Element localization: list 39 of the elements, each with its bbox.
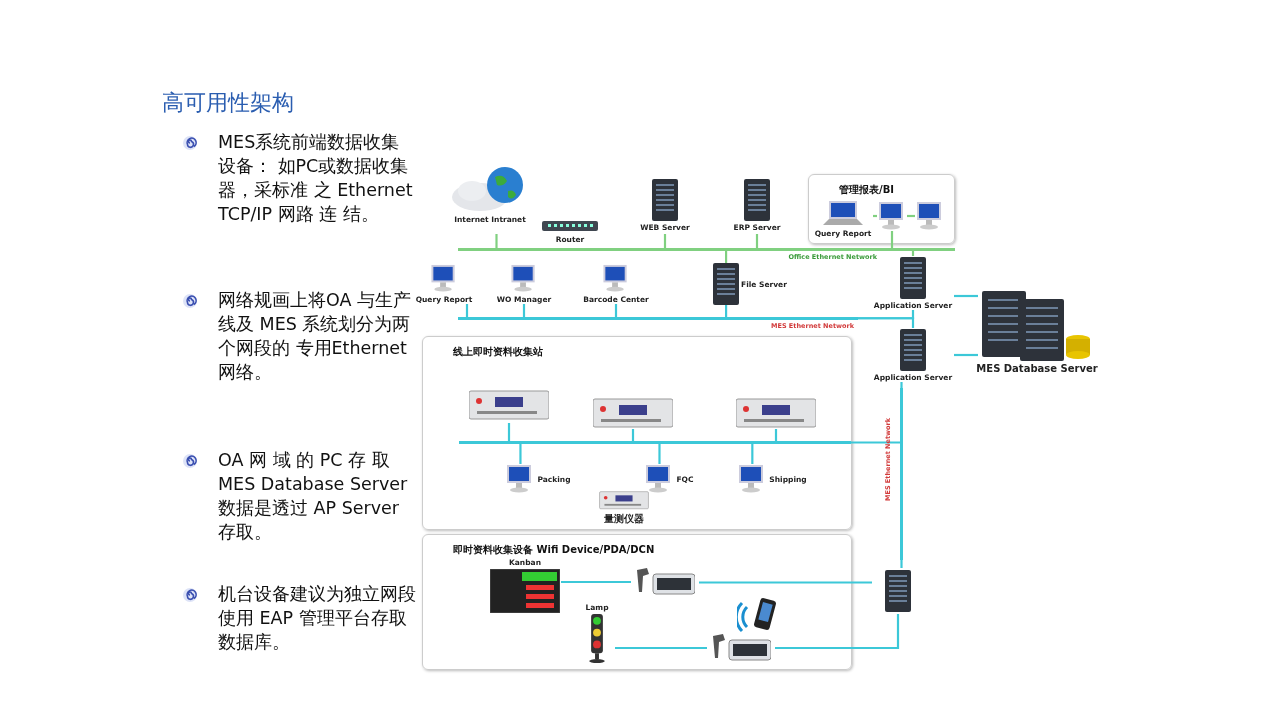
network-cable-line	[658, 444, 661, 464]
bullet-text: 机台设备建议为独立网段使用 EAP 管理平台存取数据库。	[218, 583, 416, 654]
network-cable-line	[900, 560, 903, 568]
network-cable-line	[851, 441, 900, 444]
slide-title: 高可用性架构	[162, 89, 294, 117]
network-cable-line	[519, 444, 522, 464]
network-cable-line	[890, 231, 894, 248]
device-label: MES Database Server	[976, 362, 1098, 374]
network-cable-line	[775, 614, 900, 650]
group-panel	[422, 336, 852, 530]
network-cable-line	[561, 580, 631, 584]
network-cable-line	[900, 382, 903, 388]
network-cable-line	[954, 353, 978, 357]
network-cable-line	[614, 304, 618, 317]
group-title: 即时资料收集设备 Wifi Device/PDA/DCN	[453, 543, 655, 557]
network-cable-line	[873, 214, 877, 218]
network-cable-line	[755, 234, 759, 248]
network-cable-line	[465, 304, 469, 317]
network-cable-line	[751, 444, 754, 464]
network-cable-line	[725, 305, 728, 317]
device-label: 量测仪器	[604, 512, 644, 526]
network-cable-line	[495, 234, 498, 248]
network-cable-line	[907, 214, 915, 218]
group-panel	[422, 534, 852, 670]
network-cable-line	[522, 304, 526, 317]
network-cable-line	[615, 646, 707, 650]
network-cable-line	[507, 423, 511, 441]
group-title: 线上即时资料收集站	[453, 345, 543, 359]
network-cable-line	[954, 294, 978, 298]
bullet-text: OA 网 域 的 PC 存 取 MES Database Server 数据是透过 AP Server存取。	[218, 449, 409, 544]
network-cable-line	[699, 581, 872, 584]
network-cable-line	[858, 317, 915, 328]
network-cable-line	[663, 234, 667, 248]
network-cable-line	[631, 429, 635, 441]
network-cable-line	[774, 429, 778, 441]
group-panel	[808, 174, 955, 244]
bullet-text: MES系统前端数据收集设备： 如PC或数据收集器，采标准 之 Ethernet TCP/IP 网路 连 结。	[218, 131, 414, 226]
bullet-text: 网络规画上将OA 与生产线及 MES 系统划分为两个网段的 专用Ethernet 网络。	[218, 289, 412, 384]
group-title: 管理报表/BI	[839, 183, 894, 197]
